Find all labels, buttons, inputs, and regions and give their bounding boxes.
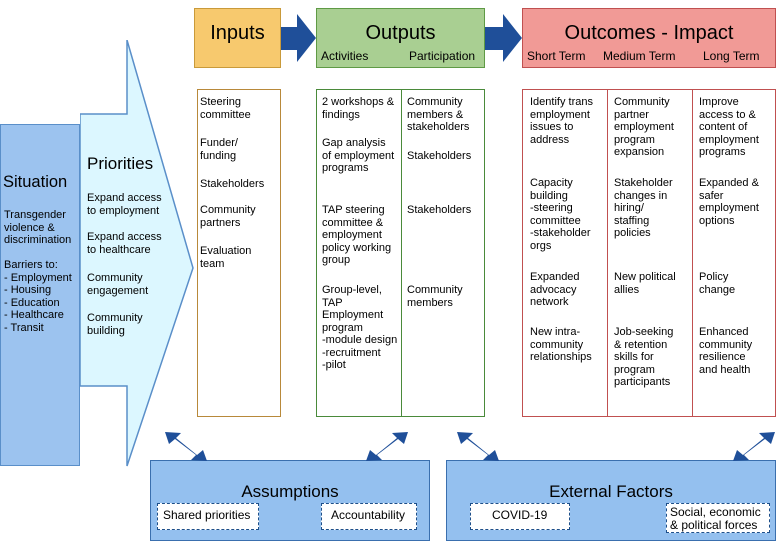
situation-box <box>0 124 80 466</box>
outcomes-sub-long: Long Term <box>703 49 760 63</box>
short-term-item: Identify trans employment issues to addr… <box>530 96 593 146</box>
short-term-item: Capacity building -steering committee -s… <box>530 177 591 252</box>
outcomes-column <box>522 89 776 417</box>
medium-term-item: Job-seeking & retention skills for progr… <box>614 326 674 388</box>
input-item: Funder/ funding <box>200 137 238 162</box>
external-factors-title: External Factors <box>549 482 673 501</box>
input-item: Steering committee <box>200 96 251 121</box>
input-item: Stakeholders <box>200 178 265 190</box>
priority-item: Expand access to employment <box>87 192 162 217</box>
double-arrow-icon <box>457 432 499 461</box>
inputs-column <box>197 89 281 417</box>
external-factor-item: COVID-19 <box>470 503 570 530</box>
outcomes-header-title: Outcomes - Impact <box>564 22 734 44</box>
double-arrow-icon <box>165 432 207 461</box>
double-arrow-icon <box>733 432 775 461</box>
activity-item: 2 workshops & findings <box>322 96 395 121</box>
long-term-item: Enhanced community resilience and health <box>699 326 753 376</box>
outputs-column <box>316 89 485 417</box>
long-term-item: Expanded & safer employment options <box>699 177 759 227</box>
long-term-item: Policy change <box>699 271 736 296</box>
assumptions-title: Assumptions <box>241 482 339 501</box>
activity-item: Group-level, TAP Employment program -mod… <box>322 284 398 371</box>
long-term-item: Improve access to & content of employmen… <box>699 96 759 158</box>
priority-item: Community building <box>87 312 143 337</box>
participation-item: Stakeholders <box>407 204 472 216</box>
outputs-to-outcomes-arrow <box>485 14 522 62</box>
double-arrow-icon <box>366 432 408 461</box>
medium-term-item: Community partner employment program exp… <box>614 96 674 158</box>
outcomes-divider-1 <box>607 89 608 417</box>
participation-item: Community members & stakeholders <box>407 96 470 133</box>
external-factor-item: Social, economic & political forces <box>666 503 770 533</box>
outputs-sub-activities: Activities <box>321 49 369 63</box>
assumption-item: Accountability <box>321 503 417 530</box>
input-item: Community partners <box>200 204 256 229</box>
medium-term-item: New political allies <box>614 271 676 296</box>
priorities-title: Priorities <box>87 154 154 173</box>
priorities-arrow <box>80 40 194 467</box>
situation-text: Transgender violence & discrimination Ba… <box>4 209 72 334</box>
situation-title: Situation <box>3 173 68 191</box>
outcomes-sub-short: Short Term <box>527 49 586 63</box>
medium-term-item: Stakeholder changes in hiring/ staffing … <box>614 177 673 239</box>
priority-item: Community engagement <box>87 272 149 297</box>
outcomes-header: Outcomes - Impact Short Term Medium Term… <box>522 8 776 68</box>
assumption-item: Shared priorities <box>157 503 259 530</box>
participation-item: Stakeholders <box>407 150 472 162</box>
activity-item: TAP steering committee & employment poli… <box>322 204 392 266</box>
inputs-header: Inputs <box>194 8 281 68</box>
outputs-header: Outputs Activities Participation <box>316 8 485 68</box>
short-term-item: Expanded advocacy network <box>530 271 580 308</box>
outputs-sub-participation: Participation <box>409 49 476 63</box>
inputs-to-outputs-arrow <box>281 14 316 62</box>
priority-item: Expand access to healthcare <box>87 231 162 256</box>
outcomes-divider-2 <box>692 89 693 417</box>
outputs-divider <box>401 89 402 417</box>
inputs-header-title: Inputs <box>210 22 265 44</box>
short-term-item: New intra- community relationships <box>530 326 592 363</box>
input-item: Evaluation team <box>200 245 252 270</box>
activity-item: Gap analysis of employment programs <box>322 137 395 174</box>
outcomes-sub-medium: Medium Term <box>603 49 676 63</box>
outputs-header-title: Outputs <box>365 22 436 44</box>
participation-item: Community members <box>407 284 463 309</box>
